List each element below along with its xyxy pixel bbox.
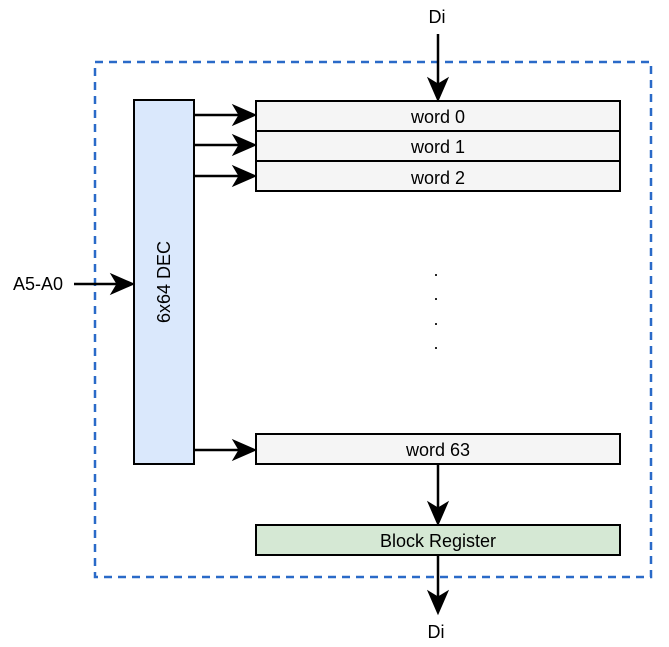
di-input-arrowhead — [426, 76, 450, 103]
ellipsis-dot: . — [433, 309, 438, 329]
word-0-label: word 0 — [410, 107, 465, 127]
ellipsis-dot: . — [433, 260, 438, 280]
word-63-to-register-arrowhead — [426, 500, 450, 527]
decoder-label: 6x64 DEC — [154, 241, 174, 323]
word-2-label: word 2 — [410, 168, 465, 188]
di-input-label: Di — [429, 7, 446, 27]
ellipsis-dot: . — [433, 284, 438, 304]
dec-to-word-63-arrowhead — [231, 438, 258, 462]
address-input-label: A5-A0 — [13, 274, 63, 294]
word-0-row — [255, 100, 621, 132]
decoder-box — [133, 99, 195, 465]
register-output-arrowhead — [426, 589, 450, 616]
block-register-label: Block Register — [380, 531, 496, 551]
ellipsis-dot: . — [433, 333, 438, 353]
di-output-label: Di — [428, 622, 445, 642]
block-boundary — [93, 60, 653, 579]
word-63-label: word 63 — [405, 440, 470, 460]
address-arrowhead — [109, 272, 136, 296]
word-1-label: word 1 — [410, 137, 465, 157]
dec-to-word-0-arrowhead — [231, 103, 258, 127]
connector-arrows — [74, 34, 450, 616]
word-63-row — [255, 433, 621, 465]
dec-to-word-2-arrowhead — [231, 164, 258, 188]
word-2-row — [255, 160, 621, 192]
dec-to-word-1-arrowhead — [231, 133, 258, 157]
